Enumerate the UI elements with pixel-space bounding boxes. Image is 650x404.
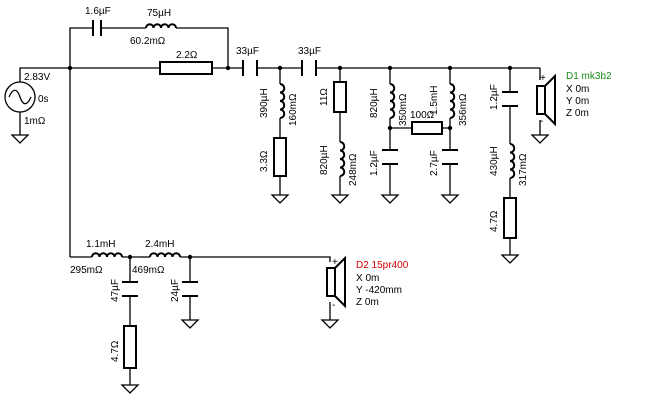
- inductor-390uh-label: 390µH: [259, 88, 270, 118]
- inductor-430uh-resistance-label: 317mΩ: [518, 153, 529, 186]
- ground-symbol-c24: [180, 319, 200, 329]
- driver-d2-x: X 0m: [356, 273, 379, 284]
- driver-d1-y: Y 0m: [566, 96, 589, 107]
- inductor-1-1mh-resistance-label: 295mΩ: [70, 265, 103, 276]
- inductor-75uh-resistance-label: 60.2mΩ: [130, 36, 166, 47]
- resistor-2-2-ohm-label: 2.2Ω: [176, 50, 198, 61]
- capacitor-2-7uf: 2.7µF: [429, 149, 458, 176]
- ground-symbol-d2: [320, 319, 340, 329]
- resistor-3-3-ohm: 3.3Ω: [259, 137, 287, 177]
- capacitor-1-2uf-b: 1.2µF: [489, 84, 518, 110]
- capacitor-33uf-b-label: 33µF: [298, 46, 321, 57]
- inductor-1-5mh-label: 1.5mH: [429, 86, 440, 115]
- inductor-1-5mh-resistance-label: 356mΩ: [458, 93, 469, 126]
- driver-d2-z: Z 0m: [356, 297, 379, 308]
- resistor-11-ohm: 11Ω: [319, 81, 347, 113]
- inductor-820uh-a-label: 820µH: [369, 88, 380, 118]
- driver-d2-minus-label: -: [332, 300, 335, 311]
- resistor-100-ohm: 100Ω: [410, 110, 443, 135]
- inductor-2-4mh: 2.4mH 469mΩ: [132, 239, 181, 276]
- driver-d1-plus-label: +: [540, 73, 546, 84]
- capacitor-1-2uf-b-label: 1.2µF: [489, 84, 500, 110]
- driver-d2: + - D2 15pr400 X 0m Y -420mm Z 0m: [326, 255, 409, 311]
- capacitor-1-6uf: 1.6µF: [85, 6, 111, 36]
- ground-symbol-r33: [270, 194, 290, 204]
- voltage-source: 2.83V 0s 1mΩ: [4, 72, 50, 127]
- inductor-820uh-b-label: 820µH: [319, 145, 330, 175]
- driver-d2-y: Y -420mm: [356, 285, 402, 296]
- inductor-2-4mh-resistance-label: 469mΩ: [132, 265, 165, 276]
- resistor-100-ohm-label: 100Ω: [410, 110, 435, 121]
- resistor-2-2-ohm: 2.2Ω: [159, 50, 213, 75]
- resistor-4-7-ohm-a-label: 4.7Ω: [489, 210, 500, 232]
- inductor-1-1mh: 1.1mH 295mΩ: [70, 239, 123, 276]
- ground-symbol-r47b: [120, 384, 140, 394]
- capacitor-1-6uf-label: 1.6µF: [85, 6, 111, 17]
- driver-d1-z: Z 0m: [566, 108, 589, 119]
- capacitor-33uf-b: 33µF: [298, 46, 321, 76]
- inductor-2-4mh-label: 2.4mH: [145, 239, 174, 250]
- ground-symbol-l820b: [330, 194, 350, 204]
- inductor-820uh-b: 820µH 248mΩ: [319, 141, 359, 186]
- driver-d1: + - D1 mk3b2 X 0m Y 0m Z 0m: [536, 71, 612, 127]
- wires: [19, 27, 541, 385]
- ground-symbol-source: [10, 134, 30, 144]
- capacitor-24uf-label: 24µF: [170, 279, 181, 302]
- capacitor-2-7uf-label: 2.7µF: [429, 150, 440, 176]
- inductor-820uh-b-resistance-label: 248mΩ: [348, 153, 359, 186]
- inductor-390uh-resistance-label: 160mΩ: [288, 93, 299, 126]
- inductor-430uh-label: 430µH: [489, 146, 500, 176]
- ground-symbol-d1: [530, 134, 550, 144]
- source-voltage-label: 2.83V: [24, 72, 50, 83]
- inductor-75uh: 75µH 60.2mΩ: [130, 8, 177, 47]
- ground-symbols: [10, 134, 550, 394]
- ground-symbol-c12a: [380, 194, 400, 204]
- inductor-820uh-a: 820µH 350mΩ: [369, 83, 409, 126]
- driver-d1-name: D1 mk3b2: [566, 71, 612, 82]
- source-resistance-label: 1mΩ: [24, 116, 46, 127]
- capacitor-33uf-a-label: 33µF: [236, 46, 259, 57]
- inductor-430uh: 430µH 317mΩ: [489, 143, 529, 186]
- capacitor-47uf-label: 47µF: [110, 279, 121, 302]
- resistor-4-7-ohm-a: 4.7Ω: [489, 197, 517, 239]
- resistor-11-ohm-label: 11Ω: [319, 88, 330, 106]
- capacitor-47uf: 47µF: [110, 279, 138, 302]
- source-phase-label: 0s: [38, 94, 49, 105]
- inductor-1-5mh: 1.5mH 356mΩ: [429, 83, 469, 126]
- inductor-390uh: 390µH 160mΩ: [259, 83, 299, 126]
- driver-d2-plus-label: +: [332, 257, 338, 268]
- driver-d2-name: D2 15pr400: [356, 260, 409, 271]
- inductor-1-1mh-label: 1.1mH: [86, 239, 115, 250]
- capacitor-33uf-a: 33µF: [236, 46, 259, 76]
- resistor-3-3-ohm-label: 3.3Ω: [259, 150, 270, 172]
- inductor-75uh-label: 75µH: [147, 8, 171, 19]
- ground-symbol-r47a: [500, 254, 520, 264]
- ground-symbol-c27: [440, 194, 460, 204]
- junction-dots: [67, 65, 513, 260]
- driver-d1-x: X 0m: [566, 84, 589, 95]
- resistor-4-7-ohm-b: 4.7Ω: [110, 325, 137, 369]
- capacitor-24uf: 24µF: [170, 279, 198, 302]
- capacitor-1-2uf-a: 1.2µF: [369, 149, 398, 176]
- inductor-820uh-a-resistance-label: 350mΩ: [398, 93, 409, 126]
- resistor-4-7-ohm-b-label: 4.7Ω: [110, 340, 121, 362]
- capacitor-1-2uf-a-label: 1.2µF: [369, 150, 380, 176]
- driver-d1-minus-label: -: [540, 116, 543, 127]
